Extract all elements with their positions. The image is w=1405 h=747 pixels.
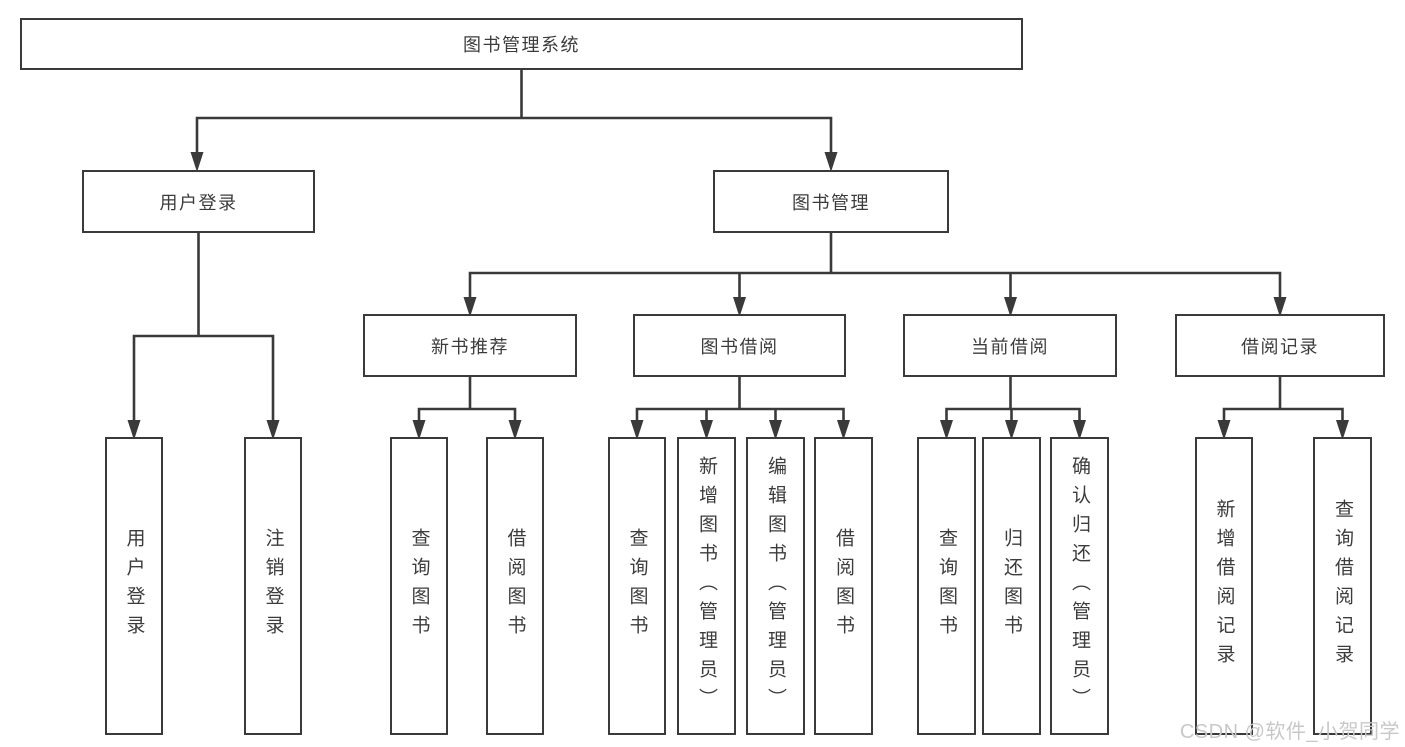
node-book-management: 图书管理 (713, 170, 949, 233)
node-leaf-confirm-return-admin: 确认归还（管理员） (1050, 437, 1109, 735)
node-leaf-query-borrow-record: 查询借阅记录 (1313, 437, 1372, 735)
arrowhead (463, 297, 477, 317)
node-leaf-query-books-current: 查询图书 (917, 437, 976, 735)
node-current-borrowing: 当前借阅 (903, 314, 1117, 377)
arrowhead (940, 420, 953, 440)
arrowhead (508, 420, 522, 440)
node-leaf-return-books: 归还图书 (982, 437, 1041, 735)
connector-current (945, 377, 1081, 423)
arrowhead (769, 420, 782, 440)
arrowhead (1073, 420, 1086, 440)
arrowhead (1004, 297, 1017, 317)
arrowhead (1336, 420, 1349, 440)
node-leaf-logout: 注销登录 (244, 437, 302, 735)
node-borrowing-records: 借阅记录 (1175, 314, 1385, 377)
csdn-watermark: CSDN @软件_小贺同学 (1179, 721, 1400, 743)
arrowhead (824, 152, 838, 172)
arrowhead (1217, 420, 1231, 440)
arrowhead (127, 420, 141, 440)
arrowhead (266, 420, 280, 440)
arrowhead (733, 297, 746, 317)
node-leaf-user-login: 用户登录 (105, 437, 163, 735)
node-new-book-recommendation: 新书推荐 (363, 314, 577, 377)
arrowheads (127, 152, 1349, 440)
connector-book-management (468, 233, 1282, 300)
node-leaf-borrow-books: 借阅图书 (814, 437, 873, 735)
arrowhead (837, 420, 850, 440)
node-leaf-edit-books-admin: 编辑图书（管理员） (746, 437, 805, 735)
node-leaf-add-borrow-record: 新增借阅记录 (1195, 437, 1253, 735)
connector-borrowing (635, 377, 845, 423)
node-leaf-query-books-borrowing: 查询图书 (608, 437, 666, 735)
node-user-login: 用户登录 (82, 170, 315, 233)
arrowhead (1273, 297, 1287, 317)
arrowhead (700, 420, 713, 440)
arrowhead (190, 152, 204, 172)
node-book-borrowing: 图书借阅 (633, 314, 846, 377)
node-leaf-add-books-admin: 新增图书（管理员） (677, 437, 736, 735)
node-leaf-query-books-recommend: 查询图书 (390, 437, 448, 735)
connector-records (1222, 377, 1344, 423)
node-leaf-borrow-books-recommend: 借阅图书 (486, 437, 544, 735)
arrowhead (630, 420, 644, 440)
connector-new-book (417, 377, 517, 423)
arrowhead (1005, 420, 1018, 440)
node-library-management-system: 图书管理系统 (20, 18, 1023, 70)
connector-user-login (132, 233, 275, 423)
connector-root (195, 70, 833, 154)
arrowhead (412, 420, 426, 440)
